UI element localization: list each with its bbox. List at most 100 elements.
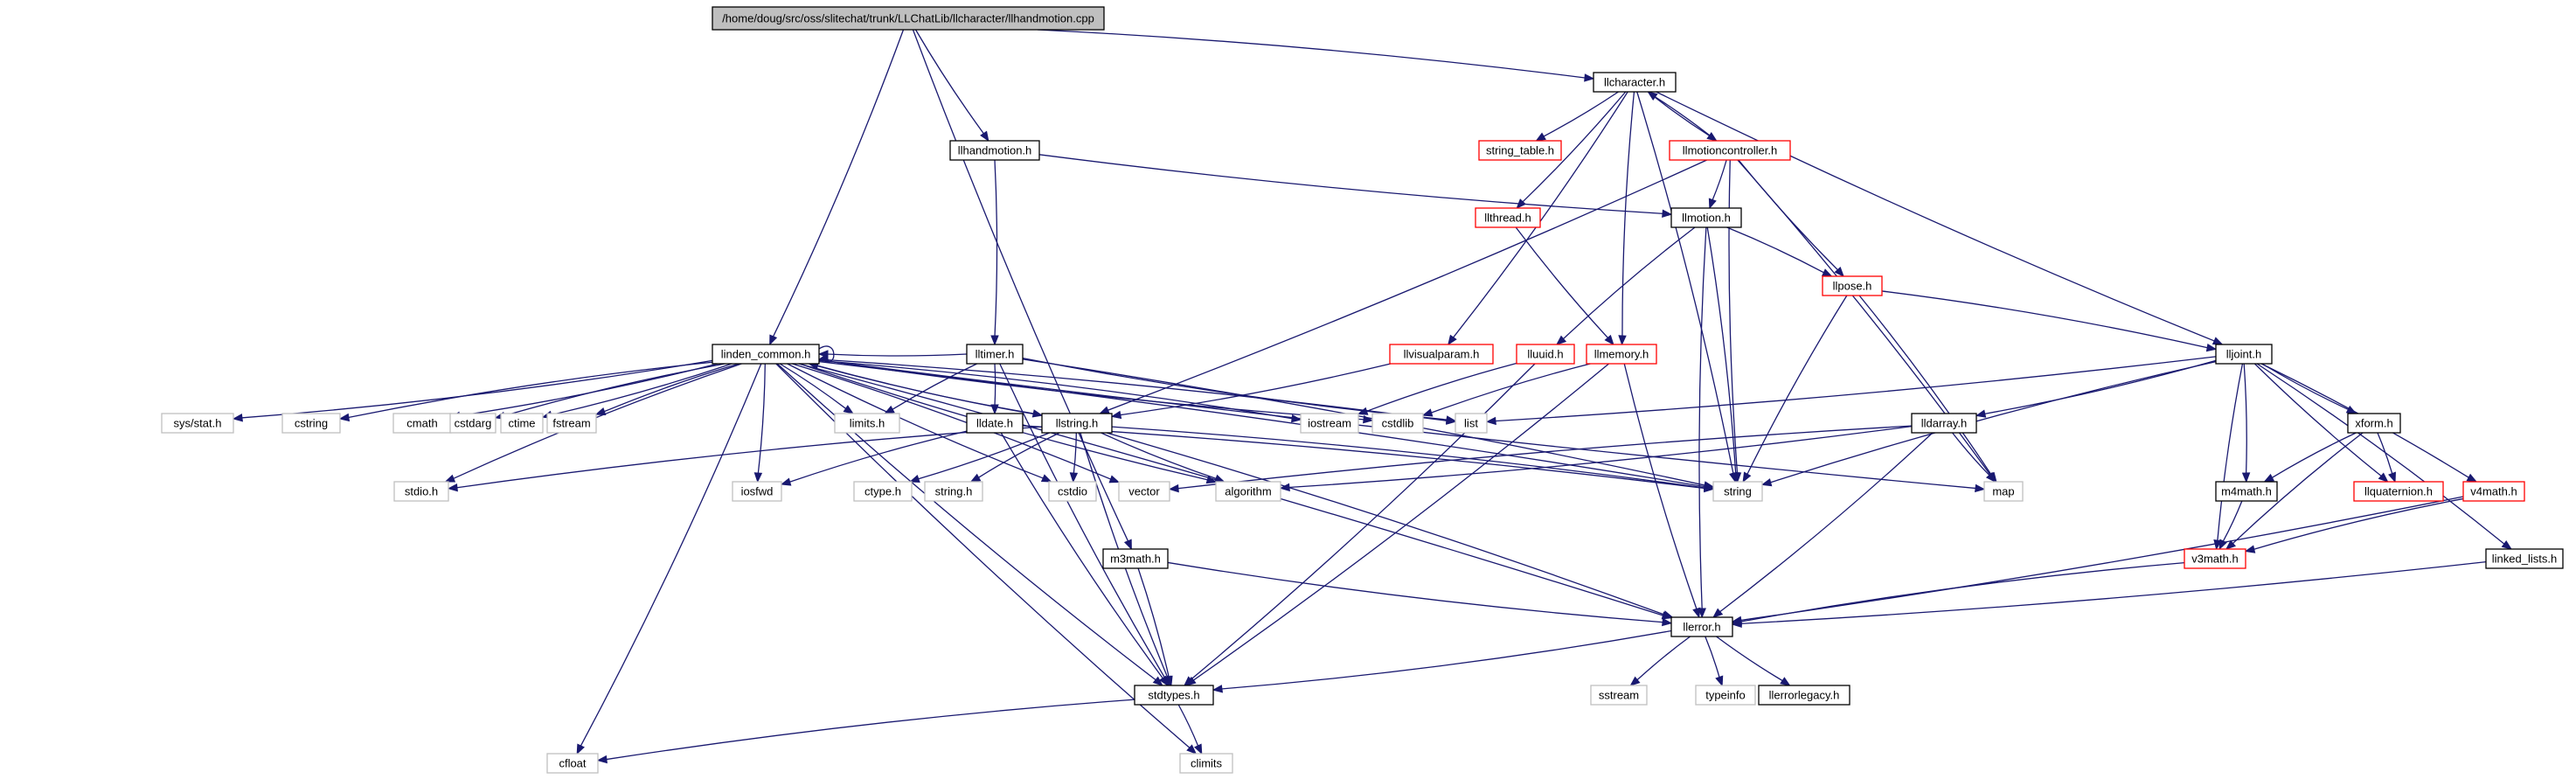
edge-llerror-to-stdtypes: [1212, 629, 1672, 693]
node-llstring-h[interactable]: llstring.h: [1041, 413, 1113, 434]
node-llerrorlegacy-h[interactable]: llerrorlegacy.h: [1758, 685, 1850, 706]
node-llpose-h[interactable]: llpose.h: [1822, 275, 1883, 296]
node-v4math-h[interactable]: v4math.h: [2462, 481, 2525, 502]
node-limits-h: limits.h: [834, 413, 900, 434]
edge-arrowhead: [1975, 483, 1986, 493]
node-label: cmath: [406, 417, 437, 430]
node-llmemory-h[interactable]: llmemory.h: [1586, 344, 1657, 365]
edge-llstring-to-stringh: [969, 432, 1060, 483]
edge-line: [917, 432, 1050, 480]
edge-line: [1562, 226, 1696, 340]
edge-linden_common-to-cstring: [338, 361, 713, 422]
edge-llmotioncontroller-to-llcharacter: [1647, 91, 1718, 142]
edge-arrowhead: [1731, 472, 1740, 483]
node-string: string: [1712, 481, 1763, 502]
edge-line: [1712, 159, 1727, 201]
edge-arrowhead: [1618, 335, 1627, 346]
node-cstdlib: cstdlib: [1371, 413, 1424, 434]
edge-llcharacter-to-llmemory: [1618, 91, 1635, 346]
node-ctime: ctime: [500, 413, 544, 434]
node-m3math-h[interactable]: m3math.h: [1102, 548, 1169, 569]
node-linked-lists-h[interactable]: linked_lists.h: [2485, 548, 2564, 569]
node-label: ctype.h: [864, 485, 901, 498]
node-lldarray-h[interactable]: lldarray.h: [1911, 413, 1977, 434]
edge-arrowhead: [1040, 474, 1052, 483]
node-label: iostream: [1308, 417, 1351, 430]
edge-arrowhead: [2388, 471, 2396, 483]
edge-arrowhead: [1834, 267, 1844, 277]
edge-arrowhead: [2218, 539, 2227, 551]
edge-arrowhead: [2466, 473, 2478, 483]
node-home-doug-src-oss-slitechat-trunk-llchatlib-llcharacter-llhandmotion-cpp[interactable]: /home/doug/src/oss/slitechat/trunk/LLCha…: [712, 6, 1105, 31]
edge-line: [775, 363, 1191, 749]
node-xform-h[interactable]: xform.h: [2347, 413, 2401, 434]
edge-linden_common-to-stdtypes: [776, 363, 1163, 686]
edge-arrowhead: [444, 474, 456, 483]
edge-line: [1542, 91, 1619, 137]
node-box: [1179, 753, 1233, 774]
node-lljoint-h[interactable]: lljoint.h: [2215, 344, 2273, 365]
node-llquaternion-h[interactable]: llquaternion.h: [2353, 481, 2444, 502]
node-label: llvisualparam.h: [1404, 348, 1480, 361]
node-string-table-h[interactable]: string_table.h: [1478, 140, 1562, 161]
node-iosfwd: iosfwd: [732, 481, 782, 502]
node-llhandmotion-h[interactable]: llhandmotion.h: [949, 140, 1040, 161]
edge-line: [1101, 432, 1218, 480]
node-label: map: [1992, 485, 2014, 498]
node-stdio-h: stdio.h: [393, 481, 449, 502]
node-box: [966, 413, 1024, 434]
edge-line: [2232, 432, 2364, 545]
node-llerror-h[interactable]: llerror.h: [1670, 616, 1733, 637]
edge-lljoint-to-string: [1760, 361, 2217, 487]
node-box: [1712, 481, 1763, 502]
edge-line: [455, 426, 1043, 489]
edge-line: [994, 363, 996, 407]
edge-line: [1177, 425, 1913, 490]
edge-arrowhead: [1535, 132, 1546, 142]
node-box: [966, 344, 1024, 365]
edge-lldarray-to-map: [1952, 432, 1996, 483]
edge-llerror-to-sstream: [1629, 636, 1691, 686]
edge-arrowhead: [780, 477, 792, 486]
node-label: string: [1724, 485, 1752, 498]
edge-arrowhead: [1604, 334, 1614, 346]
node-lldate-h[interactable]: lldate.h: [966, 413, 1024, 434]
node-llmotion-h[interactable]: llmotion.h: [1670, 207, 1742, 228]
edge-line: [1716, 636, 1784, 682]
edge-arrowhead: [1708, 198, 1717, 210]
edge-line: [2377, 432, 2393, 475]
edge-linden_common-to-sysstat: [232, 359, 713, 422]
edge-arrowhead: [338, 413, 351, 422]
edge-line: [1718, 432, 1934, 613]
edge-llcharacter-to-lljoint: [1656, 91, 2224, 345]
edge-line: [826, 353, 968, 357]
edge-line: [1038, 154, 1664, 215]
node-llthread-h[interactable]: llthread.h: [1475, 207, 1541, 228]
node-box: [1670, 616, 1733, 637]
edge-linden_common-to-fstream: [594, 363, 739, 415]
node-label: sys/stat.h: [174, 417, 222, 430]
edge-line: [2217, 363, 2244, 542]
node-llcharacter-h[interactable]: llcharacter.h: [1593, 72, 1677, 93]
node-box: [546, 753, 599, 774]
node-lltimer-h[interactable]: lltimer.h: [966, 344, 1024, 365]
edge-llpose-to-string: [1742, 295, 1848, 483]
node-v3math-h[interactable]: v3math.h: [2184, 548, 2246, 569]
node-label: list: [1464, 417, 1478, 430]
edge-line: [1739, 562, 2185, 623]
edge-line: [1000, 432, 1164, 679]
edge-lldarray-to-vector: [1168, 425, 1913, 493]
edge-llmemory-to-stdtypes: [1185, 363, 1609, 686]
node-linden-common-h[interactable]: linden_common.h: [712, 344, 820, 365]
node-m4math-h[interactable]: m4math.h: [2215, 481, 2278, 502]
node-llmotioncontroller-h[interactable]: llmotioncontroller.h: [1669, 140, 1791, 161]
edge-line: [1073, 432, 1077, 475]
node-label: lldarray.h: [1921, 417, 1968, 430]
edge-arrowhead: [969, 473, 982, 483]
edge-lldarray-to-algorithm: [1279, 425, 1913, 492]
edge-arrowhead: [1985, 471, 1996, 483]
node-llvisualparam-h[interactable]: llvisualparam.h: [1389, 344, 1494, 365]
node-stdtypes-h[interactable]: stdtypes.h: [1134, 685, 1214, 706]
node-lluuid-h[interactable]: lluuid.h: [1516, 344, 1575, 365]
edge-arrowhead: [576, 743, 585, 755]
